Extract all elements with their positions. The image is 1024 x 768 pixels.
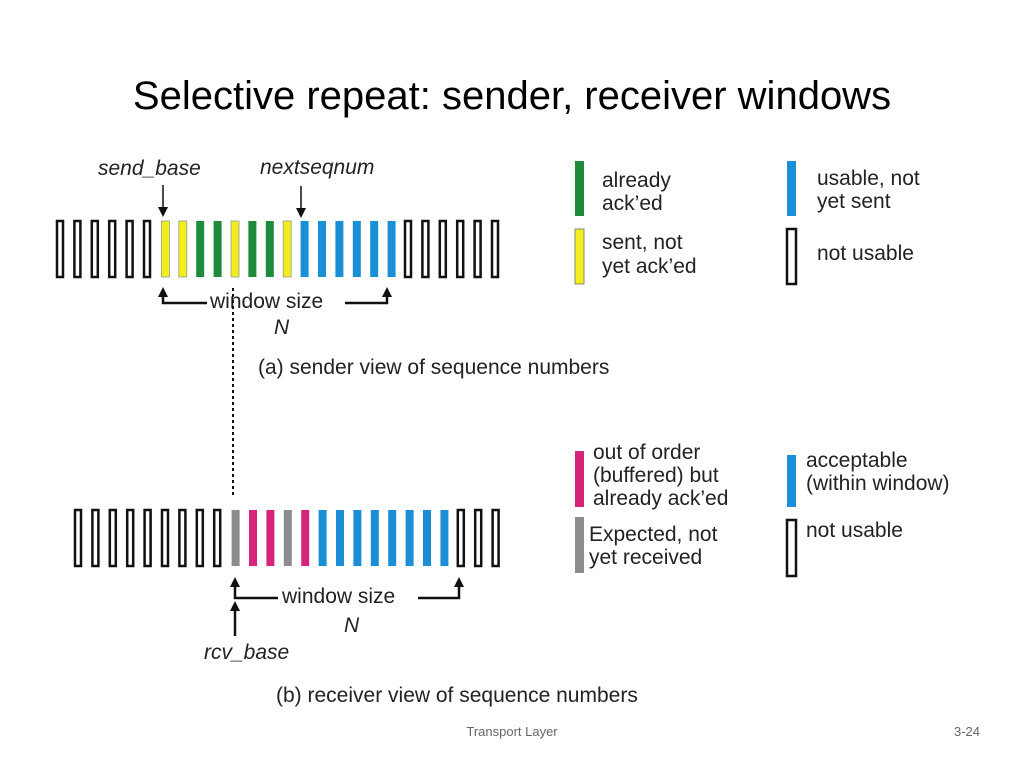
receiver-slot-2: [108, 508, 118, 568]
sender-slot-12: [265, 221, 274, 277]
footer-section-title: Transport Layer: [466, 724, 558, 739]
sender-slot-23: [455, 219, 465, 279]
sender-sequence-row: [55, 219, 500, 279]
sender-window-n-label: N: [274, 316, 290, 339]
legend-label-receiver-not-usable: not usable: [806, 519, 903, 542]
receiver-slot-18: [388, 510, 397, 566]
legend-label-out-of-order: out of order (buffered) but already ack’…: [593, 441, 728, 510]
sender-slot-25: [490, 219, 500, 279]
sender-slot-9: [213, 221, 222, 277]
receiver-slot-0: [73, 508, 83, 568]
receiver-slot-12: [283, 510, 292, 566]
sender-slot-0: [55, 219, 65, 279]
sender-slot-19: [387, 221, 396, 277]
receiver-slot-9: [231, 510, 240, 566]
legend-label-expected: Expected, not yet received: [589, 523, 723, 569]
sender-slot-13: [282, 220, 292, 278]
legend-label-acceptable: acceptable (within window): [806, 449, 950, 495]
sender-slot-6: [160, 220, 170, 278]
nextseqnum-label: nextseqnum: [260, 156, 374, 179]
receiver-slot-6: [178, 508, 187, 568]
sender-slot-10: [230, 220, 240, 278]
receiver-slot-5: [160, 508, 170, 568]
receiver-slot-22: [456, 508, 466, 568]
sender-window-size-label: window size: [209, 290, 323, 313]
legend-swatch-out-of-order: [575, 451, 584, 507]
legend-label-acked: already ack’ed: [602, 169, 677, 215]
slide-title: Selective repeat: sender, receiver windo…: [132, 74, 892, 118]
sender-legend: already ack’ed sent, not yet ack’ed usab…: [574, 161, 926, 286]
sender-slot-2: [90, 219, 100, 279]
sender-slot-3: [107, 219, 117, 279]
receiver-slot-13: [301, 510, 310, 566]
sender-window-right-arrow: [345, 287, 392, 305]
receiver-window-size-label: window size: [281, 585, 395, 608]
receiver-slot-16: [353, 510, 362, 566]
sender-slot-7: [178, 220, 188, 278]
sender-slot-21: [421, 219, 430, 279]
sender-window-left-arrow: [158, 287, 207, 305]
receiver-slot-1: [91, 508, 100, 568]
legend-swatch-usable: [787, 161, 796, 216]
receiver-slot-8: [212, 508, 222, 568]
sender-slot-24: [473, 219, 482, 279]
legend-label-not-usable: not usable: [817, 242, 914, 265]
sender-slot-22: [438, 219, 448, 279]
send-base-label: send_base: [98, 157, 201, 180]
sender-slot-5: [142, 219, 152, 279]
receiver-slot-11: [266, 510, 275, 566]
receiver-sequence-row: [73, 508, 500, 568]
receiver-slot-4: [143, 508, 152, 568]
receiver-caption: (b) receiver view of sequence numbers: [276, 684, 638, 707]
footer-page-number: 3-24: [953, 724, 980, 739]
receiver-legend: out of order (buffered) but already ack’…: [575, 441, 950, 578]
receiver-slot-19: [405, 510, 414, 566]
rcv-base-label: rcv_base: [204, 641, 289, 664]
receiver-slot-7: [195, 508, 205, 568]
receiver-slot-17: [370, 510, 379, 566]
sender-caption: (a) sender view of sequence numbers: [258, 356, 609, 379]
sender-slot-4: [125, 219, 134, 279]
receiver-slot-3: [125, 508, 135, 568]
sender-slot-11: [248, 221, 257, 277]
receiver-slot-21: [440, 510, 449, 566]
receiver-slot-15: [336, 510, 344, 566]
sender-slot-1: [73, 219, 82, 279]
legend-swatch-receiver-not-usable: [785, 518, 798, 578]
legend-label-usable: usable, not yet sent: [817, 167, 926, 213]
legend-swatch-acked: [575, 161, 584, 216]
legend-label-sent-not-acked: sent, not yet ack’ed: [602, 231, 697, 278]
receiver-slot-23: [473, 508, 483, 568]
receiver-slot-10: [249, 510, 257, 566]
legend-swatch-not-usable: [785, 227, 798, 286]
receiver-slot-24: [491, 508, 500, 568]
legend-swatch-expected: [575, 517, 584, 573]
sender-slot-15: [318, 221, 326, 277]
receiver-window-left-arrow: [230, 577, 278, 600]
sender-slot-20: [403, 219, 413, 279]
receiver-window-right-arrow: [418, 577, 464, 600]
sender-slot-17: [352, 221, 361, 277]
legend-swatch-sent-not-acked: [574, 228, 585, 285]
sender-slot-16: [335, 221, 344, 277]
sender-slot-8: [196, 221, 205, 277]
receiver-slot-20: [423, 510, 431, 566]
receiver-slot-14: [318, 510, 327, 566]
receiver-window-n-label: N: [344, 614, 360, 637]
legend-swatch-acceptable: [787, 455, 796, 507]
sender-slot-18: [370, 221, 379, 277]
sender-slot-14: [300, 221, 309, 277]
